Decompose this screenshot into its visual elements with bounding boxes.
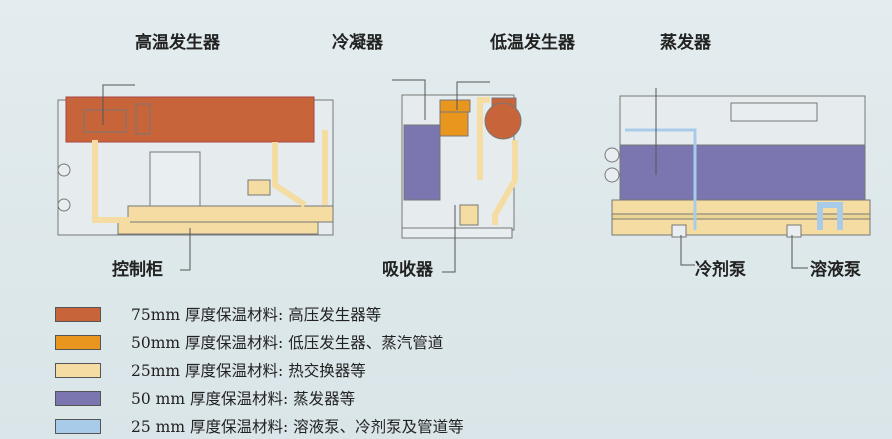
side-view-unit	[401, 94, 522, 239]
leader-lines	[102, 79, 808, 273]
legend-text: 25mm 厚度保温材料: 热交换器等	[131, 362, 366, 380]
legend-item: 75mm 厚度保温材料: 高压发生器等	[55, 305, 381, 324]
legend-text: 75mm 厚度保温材料: 高压发生器等	[131, 306, 382, 324]
legend-text: 50 mm 厚度保温材料: 蒸发器等	[131, 390, 356, 408]
legend-item: 25mm 厚度保温材料: 热交换器等	[55, 361, 366, 380]
legend-item: 25 mm 厚度保温材料: 溶液泵、冷剂泵及管道等	[55, 417, 464, 436]
rear-view-unit	[604, 95, 871, 238]
legend-text: 50mm 厚度保温材料: 低压发生器、蒸汽管道	[131, 334, 444, 352]
label-refrigerant-pump: 冷剂泵	[695, 260, 746, 280]
legend-swatch	[55, 418, 101, 434]
legend-item: 50 mm 厚度保温材料: 蒸发器等	[55, 389, 355, 408]
label-evaporator: 蒸发器	[660, 33, 711, 53]
label-low-temp-generator: 低温发生器	[490, 33, 575, 53]
legend-swatch	[55, 362, 101, 378]
legend-swatch	[55, 306, 101, 322]
label-high-temp-generator: 高温发生器	[135, 33, 220, 53]
label-solution-pump: 溶液泵	[810, 260, 861, 280]
front-view-unit	[57, 96, 334, 236]
legend-text: 25 mm 厚度保温材料: 溶液泵、冷剂泵及管道等	[131, 418, 464, 436]
legend-swatch	[55, 334, 101, 350]
label-control-cabinet: 控制柜	[112, 260, 163, 280]
label-absorber: 吸收器	[382, 260, 433, 280]
legend-item: 50mm 厚度保温材料: 低压发生器、蒸汽管道	[55, 333, 443, 352]
legend-swatch	[55, 390, 101, 406]
label-condenser: 冷凝器	[332, 33, 383, 53]
